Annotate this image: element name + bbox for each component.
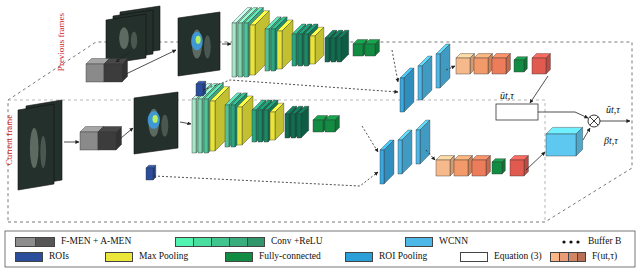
layer-block bbox=[365, 40, 379, 56]
layer-block bbox=[416, 120, 430, 164]
swatch-shade bbox=[176, 238, 194, 246]
legend-swatch bbox=[175, 237, 265, 247]
legend-swatch bbox=[15, 252, 43, 262]
layer-block bbox=[146, 165, 156, 180]
math-symbol: βt,τ bbox=[604, 135, 618, 146]
legend-text: Equation (3) bbox=[494, 251, 542, 261]
swatch-shade bbox=[230, 238, 248, 246]
legend-text: Buffer B bbox=[588, 236, 621, 246]
legend-text: F-MEN + A-MEN bbox=[61, 236, 131, 246]
platform-outline bbox=[8, 42, 632, 222]
layer-block bbox=[325, 116, 339, 132]
video-frame bbox=[106, 14, 146, 64]
legend-text: F(ut,τ) bbox=[592, 251, 617, 261]
layer-block bbox=[98, 127, 122, 151]
flow-arrow bbox=[126, 50, 176, 74]
buffer-dots bbox=[576, 240, 579, 243]
legend-text: Max Pooling bbox=[139, 251, 188, 261]
swatch-shade bbox=[212, 238, 230, 246]
buffer-dots bbox=[562, 240, 565, 243]
flow-arrow bbox=[154, 172, 378, 186]
flow-arrow bbox=[222, 44, 231, 45]
layer-block bbox=[400, 68, 414, 112]
layer-block bbox=[310, 27, 324, 64]
layer-block bbox=[436, 156, 454, 176]
math-symbol: ūt,τ bbox=[500, 90, 514, 101]
legend-swatch bbox=[15, 237, 55, 247]
flow-arrow bbox=[526, 152, 545, 170]
layer-block bbox=[380, 140, 394, 184]
legend-frame bbox=[5, 231, 635, 267]
layer-block bbox=[472, 156, 490, 176]
layer-block bbox=[277, 20, 293, 69]
layer-block bbox=[270, 103, 284, 140]
frame-label: Current frame bbox=[5, 115, 15, 166]
flow-arrow bbox=[426, 150, 435, 160]
video-frame bbox=[178, 12, 220, 76]
legend-text: Conv +ReLU bbox=[271, 236, 323, 246]
legend-swatch bbox=[225, 252, 253, 262]
video-frame bbox=[18, 104, 54, 190]
layer-block bbox=[250, 11, 269, 75]
swatch-shade bbox=[36, 238, 55, 246]
flow-arrow bbox=[121, 128, 133, 138]
swatch-shade bbox=[578, 253, 586, 261]
legend-text: ROI Pooling bbox=[379, 251, 427, 261]
swatch-shade bbox=[194, 238, 212, 246]
layer-block bbox=[436, 44, 450, 88]
layer-block bbox=[492, 54, 510, 74]
legend-swatch bbox=[405, 237, 433, 247]
layer-block bbox=[474, 54, 492, 74]
flow-arrow bbox=[538, 112, 588, 118]
swatch-shade bbox=[560, 253, 569, 261]
legend-swatch bbox=[550, 252, 586, 262]
layer-block bbox=[532, 54, 550, 74]
layer-block bbox=[418, 56, 432, 100]
layer-block bbox=[492, 159, 505, 174]
flow-arrow bbox=[180, 122, 191, 124]
legend-text: ROIs bbox=[49, 251, 69, 261]
legend-text: WCNN bbox=[439, 236, 468, 246]
layer-block bbox=[454, 156, 472, 176]
multiply-symbol bbox=[588, 115, 600, 127]
legend-swatch bbox=[105, 252, 133, 262]
layer-block bbox=[456, 54, 474, 74]
equation-box bbox=[496, 104, 538, 120]
flow-arrow bbox=[446, 66, 455, 70]
swatch-shade bbox=[16, 238, 36, 246]
legend-swatch bbox=[345, 252, 373, 262]
swatch-shade bbox=[248, 238, 265, 246]
layer-block bbox=[510, 156, 528, 176]
layer-block bbox=[237, 96, 253, 145]
swatch-shade bbox=[569, 253, 578, 261]
flow-arrow bbox=[530, 76, 548, 103]
layer-block bbox=[104, 59, 128, 83]
flow-arrow bbox=[203, 80, 398, 92]
frame-label: Previous frames bbox=[57, 13, 67, 71]
flow-arrow bbox=[64, 142, 79, 143]
platform-edge bbox=[8, 100, 545, 222]
legend-text: Fully-connected bbox=[259, 251, 321, 261]
layer-block bbox=[337, 30, 349, 62]
buffer-dots bbox=[569, 240, 572, 243]
layer-block bbox=[514, 57, 527, 72]
flow-arrow bbox=[583, 128, 590, 140]
flow-arrow bbox=[392, 50, 398, 82]
layer-block bbox=[546, 127, 583, 156]
swatch-shade bbox=[551, 253, 560, 261]
flow-arrow bbox=[362, 126, 378, 152]
legend-swatch bbox=[460, 252, 488, 262]
video-frame bbox=[134, 92, 178, 154]
math-symbol: ũt,τ bbox=[606, 104, 620, 115]
flow-arrow bbox=[600, 121, 630, 122]
layer-block bbox=[210, 87, 229, 151]
layer-block bbox=[196, 81, 206, 96]
flow-arrow bbox=[116, 52, 130, 62]
layer-block bbox=[398, 130, 412, 174]
layer-block bbox=[297, 106, 309, 138]
